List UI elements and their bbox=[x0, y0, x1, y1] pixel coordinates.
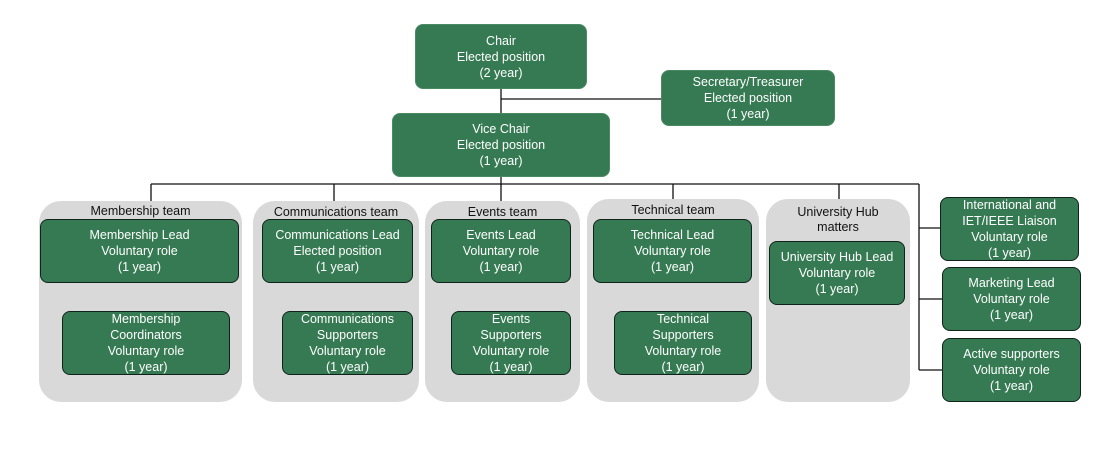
vice-chair-role: Elected position bbox=[456, 138, 546, 152]
secretary-treasurer-box: Secretary/Treasurer Elected position (1 … bbox=[661, 70, 835, 126]
secretary-term: (1 year) bbox=[726, 107, 770, 121]
communications-lead-term: (1 year) bbox=[315, 260, 360, 274]
communications-team-title: Communications team bbox=[273, 205, 399, 219]
university-hub-lead-title: University Hub Lead bbox=[780, 250, 894, 264]
technical-supporters-box: Technical Supporters Voluntary role (1 y… bbox=[614, 311, 752, 375]
active-supporters-term: (1 year) bbox=[989, 379, 1034, 393]
technical-lead-role: Voluntary role bbox=[634, 244, 711, 258]
technical-sub-line2: Supporters bbox=[652, 328, 714, 342]
events-sub-term: (1 year) bbox=[489, 360, 533, 374]
events-lead-role: Voluntary role bbox=[462, 244, 540, 258]
communications-lead-box: Communications Lead Elected position (1 … bbox=[262, 219, 413, 283]
communications-sub-line1: Communications bbox=[300, 312, 395, 326]
communications-sub-line2: Supporters bbox=[316, 328, 379, 342]
marketing-lead-box: Marketing Lead Voluntary role (1 year) bbox=[942, 267, 1081, 331]
chair-title: Chair bbox=[486, 33, 516, 48]
international-liaison-box: International and IET/IEEE Liaison Volun… bbox=[940, 197, 1079, 261]
chair-term: (2 year) bbox=[479, 65, 523, 80]
membership-lead-title: Membership Lead bbox=[89, 228, 190, 242]
liaison-line2: IET/IEEE Liaison bbox=[962, 214, 1057, 228]
membership-lead-role: Voluntary role bbox=[101, 244, 178, 258]
active-supporters-box: Active supporters Voluntary role (1 year… bbox=[942, 338, 1081, 402]
membership-sub-line2: Coordinators bbox=[110, 328, 182, 342]
communications-lead-role: Elected position bbox=[293, 244, 382, 258]
marketing-lead-term: (1 year) bbox=[989, 308, 1034, 322]
university-hub-title: University Hub matters bbox=[797, 205, 879, 234]
university-hub-lead-role: Voluntary role bbox=[798, 266, 876, 280]
active-supporters-role: Voluntary role bbox=[973, 363, 1050, 377]
membership-lead-term: (1 year) bbox=[117, 260, 162, 274]
technical-sub-line1: Technical bbox=[656, 312, 710, 326]
communications-sub-role: Voluntary role bbox=[309, 344, 386, 358]
secretary-title: Secretary/Treasurer bbox=[692, 75, 804, 89]
events-lead-term: (1 year) bbox=[479, 260, 523, 274]
technical-lead-term: (1 year) bbox=[650, 260, 695, 274]
communications-sub-term: (1 year) bbox=[325, 360, 370, 374]
events-sub-line1: Events bbox=[491, 312, 531, 326]
active-supporters-title: Active supporters bbox=[963, 347, 1060, 361]
university-hub-lead-box: University Hub Lead Voluntary role (1 ye… bbox=[769, 241, 905, 305]
marketing-lead-title: Marketing Lead bbox=[968, 276, 1055, 290]
technical-lead-box: Technical Lead Voluntary role (1 year) bbox=[593, 219, 752, 283]
chair-box: Chair Elected position (2 year) bbox=[415, 24, 587, 89]
membership-lead-box: Membership Lead Voluntary role (1 year) bbox=[40, 219, 239, 283]
membership-sub-term: (1 year) bbox=[124, 360, 168, 374]
technical-sub-term: (1 year) bbox=[661, 360, 705, 374]
liaison-line1: International and bbox=[962, 198, 1057, 212]
membership-sub-line1: Membership bbox=[111, 312, 181, 326]
technical-team-title: Technical team bbox=[631, 203, 715, 217]
vice-chair-title: Vice Chair bbox=[472, 122, 530, 136]
chair-role: Elected position bbox=[456, 49, 546, 64]
liaison-term: (1 year) bbox=[987, 246, 1032, 260]
events-team-title: Events team bbox=[467, 205, 538, 219]
events-supporters-box: Events Supporters Voluntary role (1 year… bbox=[451, 311, 571, 375]
secretary-role: Elected position bbox=[703, 91, 793, 105]
university-hub-lead-term: (1 year) bbox=[815, 282, 859, 296]
technical-lead-title: Technical Lead bbox=[630, 228, 715, 242]
technical-sub-role: Voluntary role bbox=[644, 344, 722, 358]
events-lead-box: Events Lead Voluntary role (1 year) bbox=[431, 219, 571, 283]
communications-supporters-box: Communications Supporters Voluntary role… bbox=[282, 311, 413, 375]
events-lead-title: Events Lead bbox=[466, 228, 536, 242]
membership-sub-role: Voluntary role bbox=[107, 344, 185, 358]
events-sub-role: Voluntary role bbox=[472, 344, 550, 358]
liaison-role: Voluntary role bbox=[971, 230, 1048, 244]
membership-team-title: Membership team bbox=[90, 204, 191, 218]
marketing-lead-role: Voluntary role bbox=[973, 292, 1050, 306]
events-sub-line2: Supporters bbox=[480, 328, 542, 342]
vice-chair-box: Vice Chair Elected position (1 year) bbox=[392, 113, 610, 177]
communications-lead-title: Communications Lead bbox=[275, 228, 400, 242]
vice-chair-term: (1 year) bbox=[479, 154, 523, 168]
membership-coordinators-box: Membership Coordinators Voluntary role (… bbox=[62, 311, 230, 375]
